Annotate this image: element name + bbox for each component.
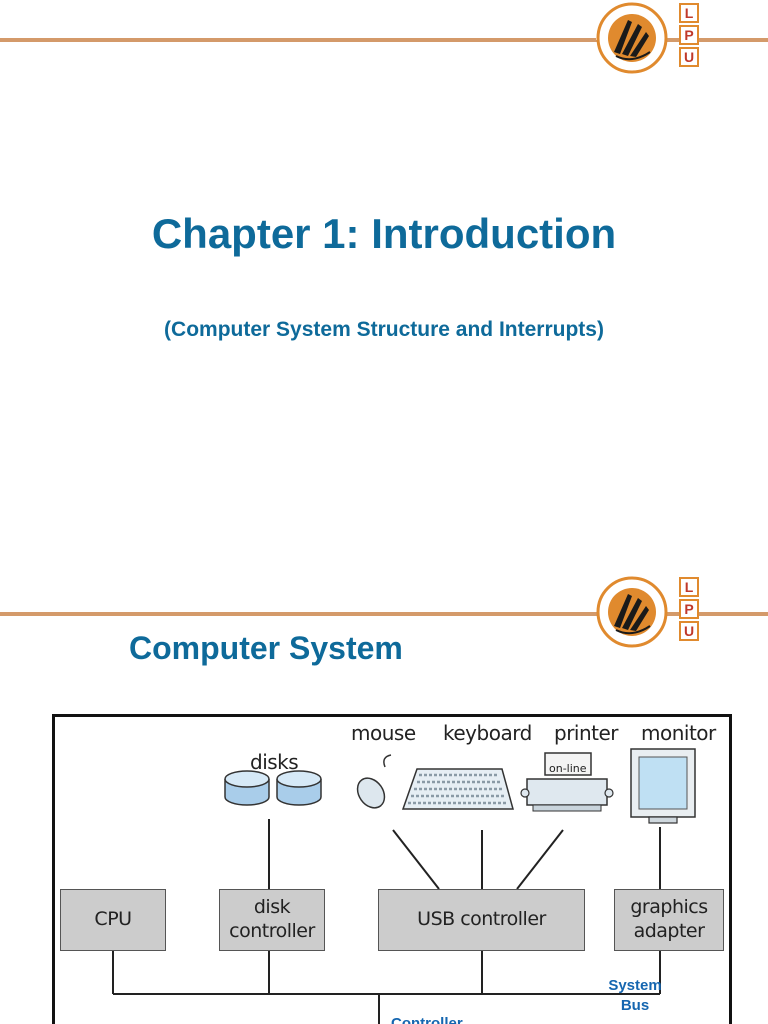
svg-text:L: L — [685, 5, 694, 21]
lpu-logo: L P U — [596, 576, 708, 653]
diagram-wiring — [112, 748, 696, 1024]
keyboard-icon — [401, 768, 514, 810]
svg-text:P: P — [684, 601, 693, 617]
svg-text:U: U — [684, 49, 694, 65]
disks-label: disks — [250, 750, 299, 774]
mouse-icon — [356, 754, 392, 809]
printer-icon — [520, 752, 614, 812]
chapter-title: Chapter 1: Introduction — [151, 210, 617, 257]
lpu-seal-icon: L P U — [596, 2, 699, 74]
mouse-label: mouse — [351, 721, 416, 745]
controller-label: Controller — [391, 1015, 463, 1024]
computer-system-slide: L P U Computer System — [0, 568, 768, 1024]
monitor-label: monitor — [641, 721, 716, 745]
monitor-icon — [630, 748, 696, 824]
printer-status-label: on-line — [549, 762, 587, 775]
slide-title: Computer System — [129, 630, 403, 666]
computer-system-diagram: disks mouse keyboard printer monitor on-… — [52, 714, 732, 1024]
cpu-box: CPU — [60, 889, 166, 951]
svg-text:P: P — [684, 27, 693, 43]
header-rule — [0, 38, 768, 42]
keyboard-label: keyboard — [443, 721, 532, 745]
svg-text:L: L — [685, 579, 694, 595]
printer-label: printer — [554, 721, 619, 745]
system-bus-label: System Bus — [608, 977, 662, 1014]
graphics-adapter-box: graphics adapter — [614, 889, 724, 951]
disk-controller-box: disk controller — [219, 889, 325, 951]
title-slide: L P U Chapter 1: Introduction (Computer … — [0, 2, 768, 341]
lpu-seal-icon: L P U — [596, 576, 699, 648]
header-rule — [0, 612, 768, 616]
lpu-logo: L P U — [596, 2, 708, 79]
usb-controller-box: USB controller — [378, 889, 585, 951]
svg-text:U: U — [684, 623, 694, 639]
chapter-subtitle: (Computer System Structure and Interrupt… — [164, 318, 604, 341]
disks-icon — [224, 770, 322, 806]
